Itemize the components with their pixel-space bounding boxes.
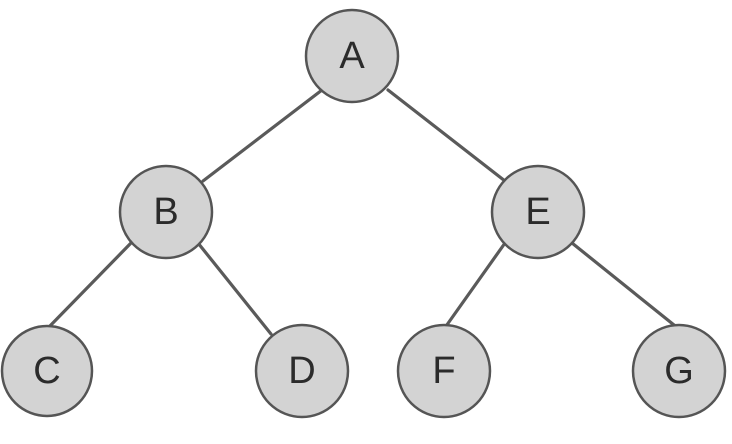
edge-e-g	[570, 241, 681, 331]
node-d-circle	[254, 323, 350, 419]
node-e: E	[490, 164, 586, 260]
node-d-label: D	[288, 350, 315, 392]
node-e-circle	[490, 164, 586, 260]
node-d: D	[254, 323, 350, 419]
node-f: F	[396, 323, 492, 419]
node-g-label: G	[664, 350, 694, 392]
edge-e-f	[442, 241, 507, 331]
node-g-circle	[631, 323, 727, 419]
node-c-circle	[0, 324, 94, 418]
edge-a-b	[201, 88, 324, 183]
node-c-label: C	[33, 350, 60, 392]
node-a-circle	[304, 8, 400, 104]
edge-b-d	[196, 241, 273, 336]
node-a-label: A	[339, 35, 365, 77]
node-f-label: F	[432, 350, 455, 392]
node-b-label: B	[153, 191, 178, 233]
node-g: G	[631, 323, 727, 419]
edge-b-c	[45, 241, 133, 331]
node-c: C	[0, 324, 94, 418]
node-a: A	[304, 8, 400, 104]
node-e-label: E	[525, 191, 550, 233]
node-f-circle	[396, 323, 492, 419]
node-b-circle	[118, 164, 214, 260]
node-b: B	[118, 164, 214, 260]
edge-a-e	[386, 88, 507, 183]
